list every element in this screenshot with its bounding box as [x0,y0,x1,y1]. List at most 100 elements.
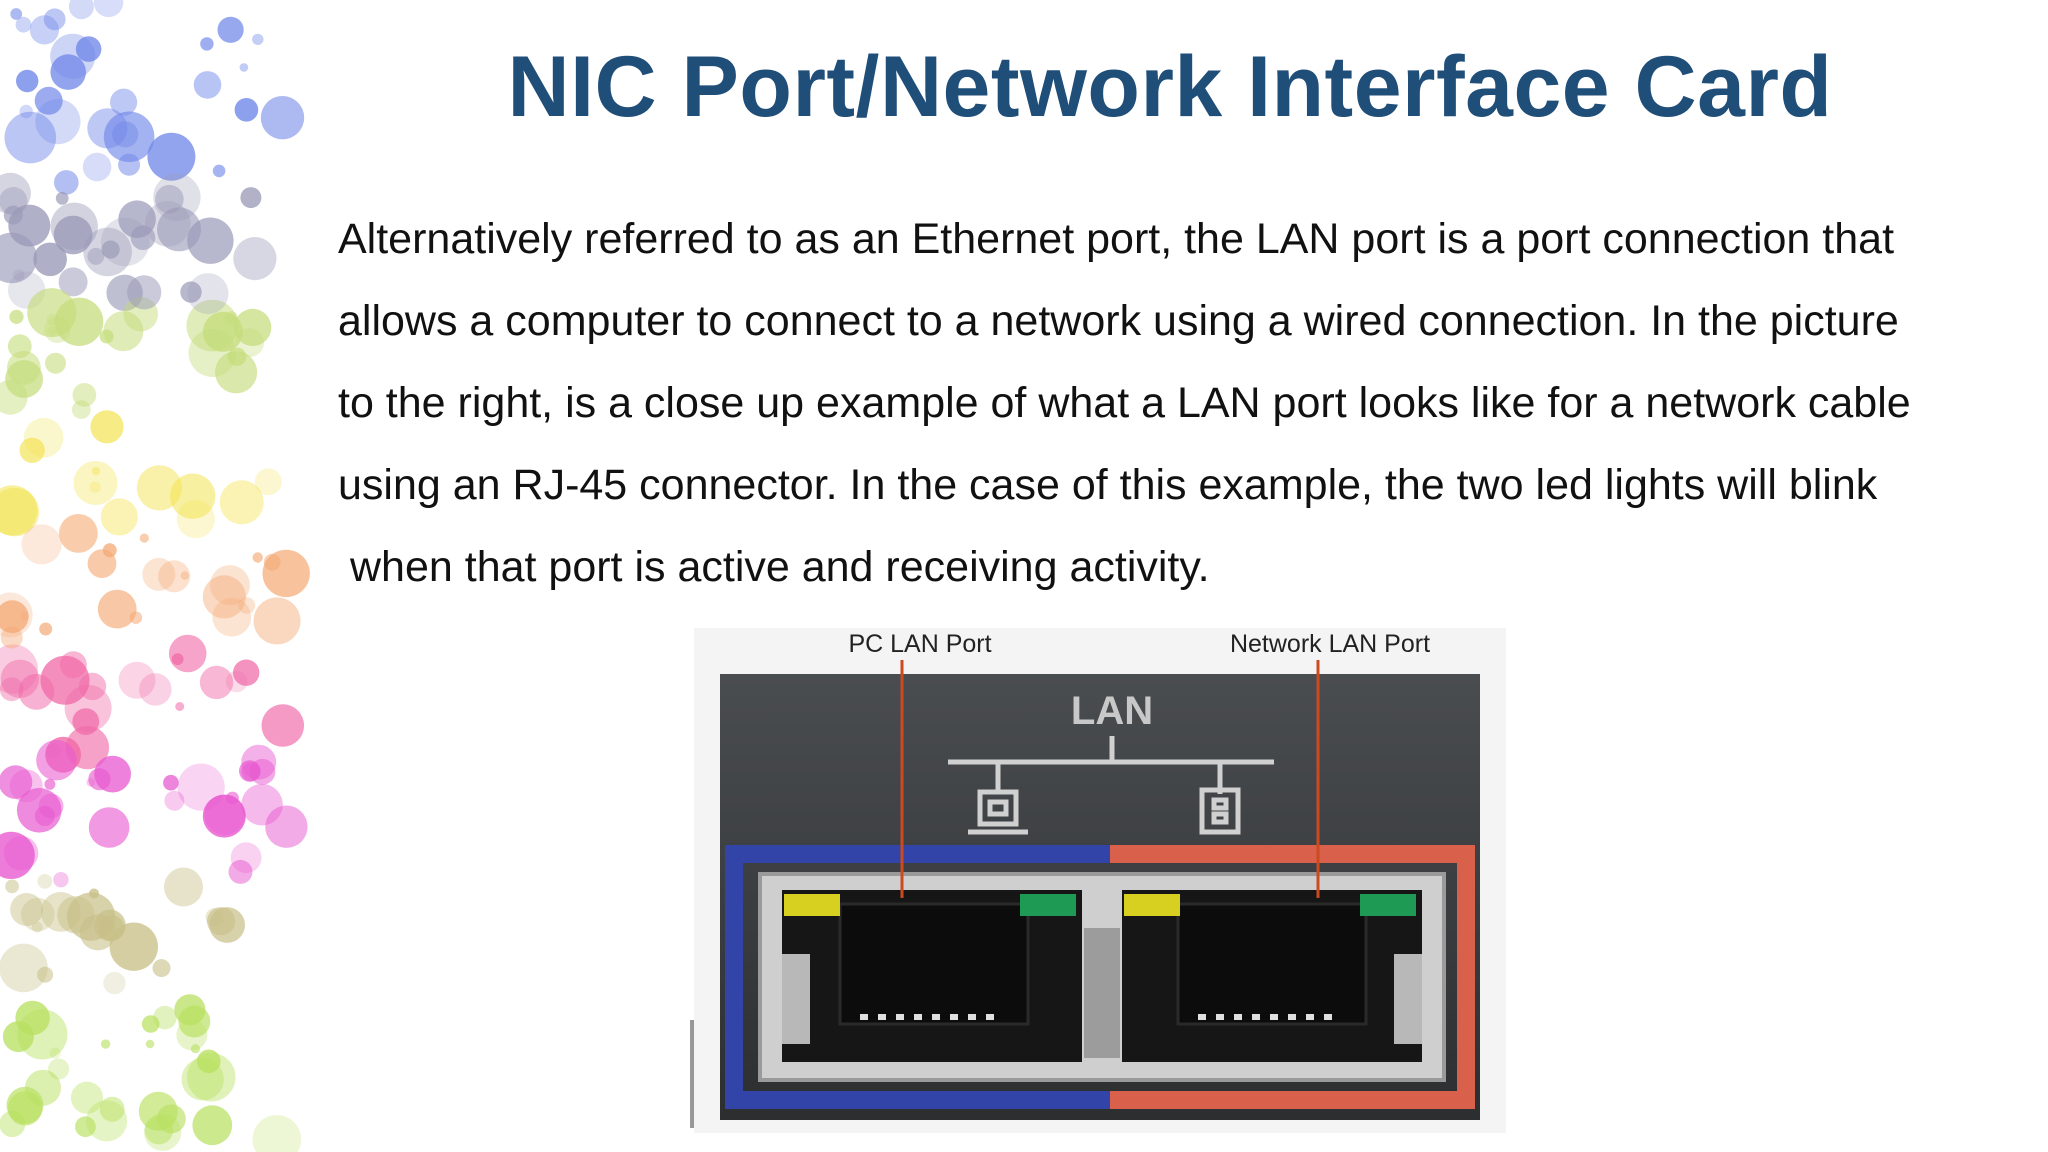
bubble-dot [141,1015,160,1033]
bubble-dot [0,765,33,799]
bubble-dot [241,744,277,780]
bubble-dot [9,309,24,324]
bubble-dot [8,204,51,247]
bubble-dot [260,96,305,140]
bubble-dot [180,281,202,303]
bubble-dot [0,172,31,214]
bubble-dot [209,565,250,606]
bubble-dot [67,892,116,941]
bubble-dot [240,187,262,209]
bubble-dot [103,111,155,163]
bubble-dot [228,859,253,884]
bubble-dot [139,533,149,543]
bubble-dot [202,794,246,838]
bubble-dot [86,1100,128,1142]
bubble-dot [39,622,53,636]
bubble-dot [153,173,201,221]
bubble-dot [187,273,229,315]
paragraph-line-3: to the right, is a close up example of w… [338,379,1911,427]
bubble-dot [233,237,277,281]
bubble-dot [37,966,54,983]
network-topology-icon [948,736,1274,835]
bubble-dot [155,184,184,214]
bubble-dot [15,1000,50,1036]
bubble-dot [0,626,23,649]
bubble-dot [0,943,48,993]
bubble-dot [0,831,35,879]
bubble-dot [217,16,244,43]
bubble-dot [90,410,124,444]
bubble-dot [215,351,258,394]
bubble-dot [187,1052,236,1102]
left-port-frame [725,845,1110,1109]
bubble-dot [31,921,43,933]
bubble-dot [109,922,158,971]
pc-port-yellow-led [784,894,840,916]
bubble-dot [164,867,203,907]
left-jack-pins [860,1014,994,1020]
right-latch-slot [1394,954,1422,1044]
bubble-dot [241,762,261,782]
bubble-dot [99,329,114,344]
bubble-dot [168,634,207,673]
bubble-dot [86,778,96,787]
bubble-dot [252,552,263,563]
bubble-dot [10,893,44,926]
bubble-dot [68,0,94,20]
bubble-dot [33,242,67,277]
bubble-dot [59,514,98,553]
slide-title: NIC Port/Network Interface Card [507,39,1833,135]
bubble-dot [226,791,239,805]
bubble-dot [177,763,225,811]
bubble-dot [136,465,182,511]
bubble-dot [239,63,249,72]
bubble-dot [199,665,234,700]
jack-divider [1084,928,1120,1058]
bubble-dot [82,152,112,182]
bubble-dot [235,328,264,357]
bubble-dot [93,0,124,18]
bubble-dot [71,400,91,419]
paragraph-line-2: allows a computer to connect to a networ… [338,297,1899,345]
bubble-dot [19,104,33,119]
bubble-dot [10,8,23,20]
bubble-dot [91,466,101,476]
bubble-dot [89,481,101,493]
lan-port-photo: PC LAN Port Network LAN Port LAN [690,628,1510,1138]
bubble-dot [118,153,141,176]
bubble-dot [241,783,283,826]
bubble-dot [5,360,43,398]
bubble-dot [48,1058,70,1080]
bubble-dot [197,1049,221,1074]
bubble-dot [21,897,55,932]
bubble-dot [254,468,282,496]
right-port-frame [1110,845,1475,1109]
bubble-dot [164,790,185,811]
bubble-dot [238,597,256,614]
bubble-dot [50,54,86,90]
bubble-dot [100,498,138,536]
bubble-dot [0,677,24,702]
bubble-dot [100,1039,111,1049]
bubble-dot [88,768,111,791]
bubble-dot [230,842,262,874]
bubble-dot [163,774,179,791]
left-jack-cavity [838,902,1030,1026]
bubble-dot [43,8,66,31]
bubble-dot [253,597,301,645]
bubble-dot [209,907,246,943]
bubble-dot [4,111,57,164]
bubble-dot [19,437,45,463]
bubble-dot [55,191,69,205]
right-jack-pins [1198,1014,1332,1020]
paragraph-line-5: when that port is active and receiving a… [350,543,1210,591]
bubble-dot [145,201,191,247]
bubble-dot [110,88,138,116]
lan-panel-label: LAN [1071,689,1153,733]
bubble-dot [147,132,196,181]
bubble-dot [5,879,19,894]
bubble-dot [142,557,176,591]
left-latch-slot [782,954,810,1044]
bubble-dot [97,589,137,629]
network-port-yellow-led [1124,894,1180,916]
